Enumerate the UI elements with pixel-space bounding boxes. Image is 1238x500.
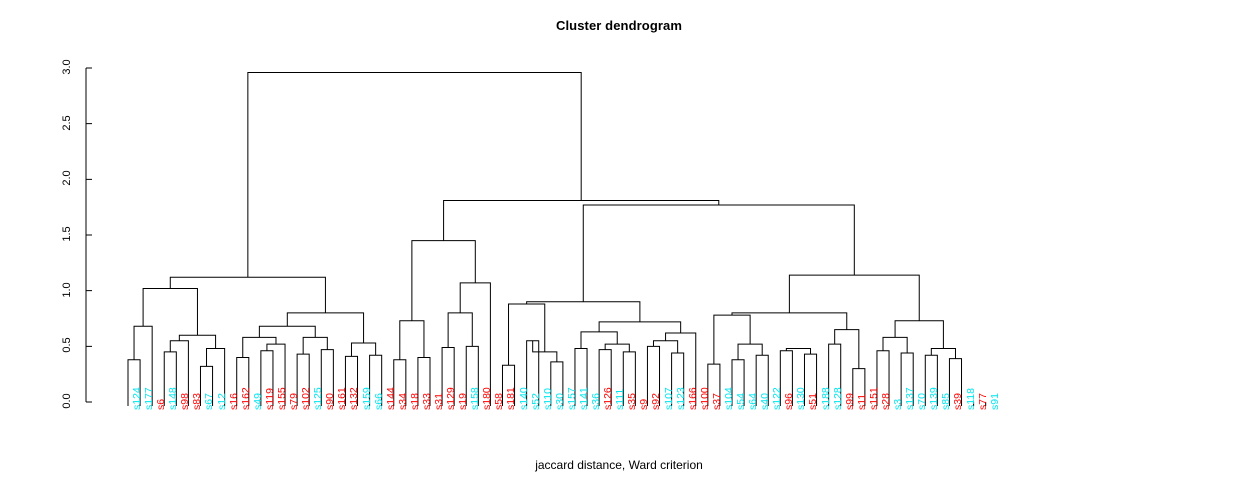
leaf-label: s37 xyxy=(710,393,723,410)
y-tick-label: 3.0 xyxy=(61,59,73,75)
leaf-label: s6 xyxy=(155,398,168,410)
leaf-label: s158 xyxy=(469,387,482,410)
y-tick-label: 0.5 xyxy=(61,337,73,353)
leaf-label: s157 xyxy=(565,387,578,410)
leaf-label: s100 xyxy=(698,387,711,410)
leaf-label: s144 xyxy=(384,387,397,410)
x-axis-label: jaccard distance, Ward criterion xyxy=(535,458,703,472)
leaf-label: s166 xyxy=(686,387,699,410)
leaf-label: s92 xyxy=(650,393,663,410)
leaf-label: s118 xyxy=(964,388,977,410)
leaf-label: s18 xyxy=(408,393,421,410)
page-title: Cluster dendrogram xyxy=(555,18,683,33)
dendrogram-tree xyxy=(127,71,963,402)
leaf-label: s107 xyxy=(662,387,675,410)
leaf-label: s36 xyxy=(590,393,603,410)
leaf-label: s35 xyxy=(626,393,639,410)
leaf-label: s30 xyxy=(553,393,566,410)
y-tick-label: 2.5 xyxy=(61,115,73,131)
y-tick-label: 0.0 xyxy=(61,393,73,409)
leaf-label: s99 xyxy=(843,393,856,410)
leaf-label: s124 xyxy=(131,387,143,410)
leaf-label: s19 xyxy=(457,393,470,410)
leaf-label: s128 xyxy=(831,387,844,410)
leaf-label: s130 xyxy=(795,387,808,410)
leaf-label: s79 xyxy=(288,393,301,410)
leaf-label: s98 xyxy=(179,393,192,410)
leaf-label: s139 xyxy=(928,387,941,410)
leaf-label: s181 xyxy=(505,387,518,410)
leaf-label: s9 xyxy=(638,398,651,410)
leaf-label: s54 xyxy=(735,393,747,410)
leaf-label: s31 xyxy=(433,393,445,410)
leaf-label: s140 xyxy=(517,387,530,410)
leaf-label: s11 xyxy=(855,393,868,410)
leaf-label: s64 xyxy=(747,393,760,410)
leaf-tick-marks xyxy=(127,402,987,406)
leaf-label: s85 xyxy=(940,393,953,410)
leaf-label: s34 xyxy=(396,393,409,410)
leaf-label: s129 xyxy=(445,387,458,410)
leaf-label: s155 xyxy=(275,387,288,410)
leaf-label: s28 xyxy=(879,393,892,410)
leaf-label: s67 xyxy=(203,393,216,410)
leaf-label: s119 xyxy=(263,388,276,410)
leaf-label: s91 xyxy=(988,393,1001,410)
y-tick-label: 1.0 xyxy=(61,282,73,298)
y-axis-line xyxy=(85,67,92,403)
leaf-label: s111 xyxy=(614,388,627,410)
leaf-label: s188 xyxy=(819,387,832,410)
leaf-label: s151 xyxy=(867,387,880,410)
y-tick-label: 1.5 xyxy=(61,226,73,242)
leaf-label: s39 xyxy=(952,393,965,410)
leaf-label: s83 xyxy=(191,393,204,410)
leaf-label: s77 xyxy=(976,393,989,410)
leaf-label: s66 xyxy=(372,393,385,410)
dendrogram-links xyxy=(127,71,963,402)
leaf-label: s126 xyxy=(602,387,615,410)
leaf-label: s3 xyxy=(892,398,905,410)
leaf-label: s110 xyxy=(541,388,554,410)
leaf-label: s40 xyxy=(759,393,772,410)
leaf-label: s33 xyxy=(420,393,433,410)
leaf-label: s161 xyxy=(336,387,349,410)
leaf-label: s123 xyxy=(674,387,687,410)
leaf-label: s125 xyxy=(312,387,325,410)
y-axis xyxy=(85,67,987,406)
leaf-label: s159 xyxy=(360,387,373,410)
leaf-label: s148 xyxy=(167,387,180,410)
leaf-label: s90 xyxy=(324,393,337,410)
leaf-label: s51 xyxy=(807,393,820,410)
leaf-label: s58 xyxy=(493,393,506,410)
y-tick-label: 2.0 xyxy=(61,170,73,186)
leaf-label: s16 xyxy=(227,393,240,410)
leaf-label: s132 xyxy=(348,387,361,410)
leaf-label: s177 xyxy=(143,387,156,410)
leaf-label: s137 xyxy=(904,387,917,410)
leaf-label: s96 xyxy=(783,393,796,410)
leaf-label: s162 xyxy=(239,387,252,410)
leaf-label: s141 xyxy=(577,387,590,410)
leaf-label: s180 xyxy=(481,387,494,410)
leaf-label: s12 xyxy=(215,393,228,410)
leaf-label: s102 xyxy=(300,387,313,410)
leaf-label: s104 xyxy=(722,387,735,410)
leaf-label: s122 xyxy=(771,387,784,410)
leaf-label: s49 xyxy=(251,393,264,410)
leaf-label: s52 xyxy=(529,393,542,410)
leaf-label: s70 xyxy=(916,393,929,410)
